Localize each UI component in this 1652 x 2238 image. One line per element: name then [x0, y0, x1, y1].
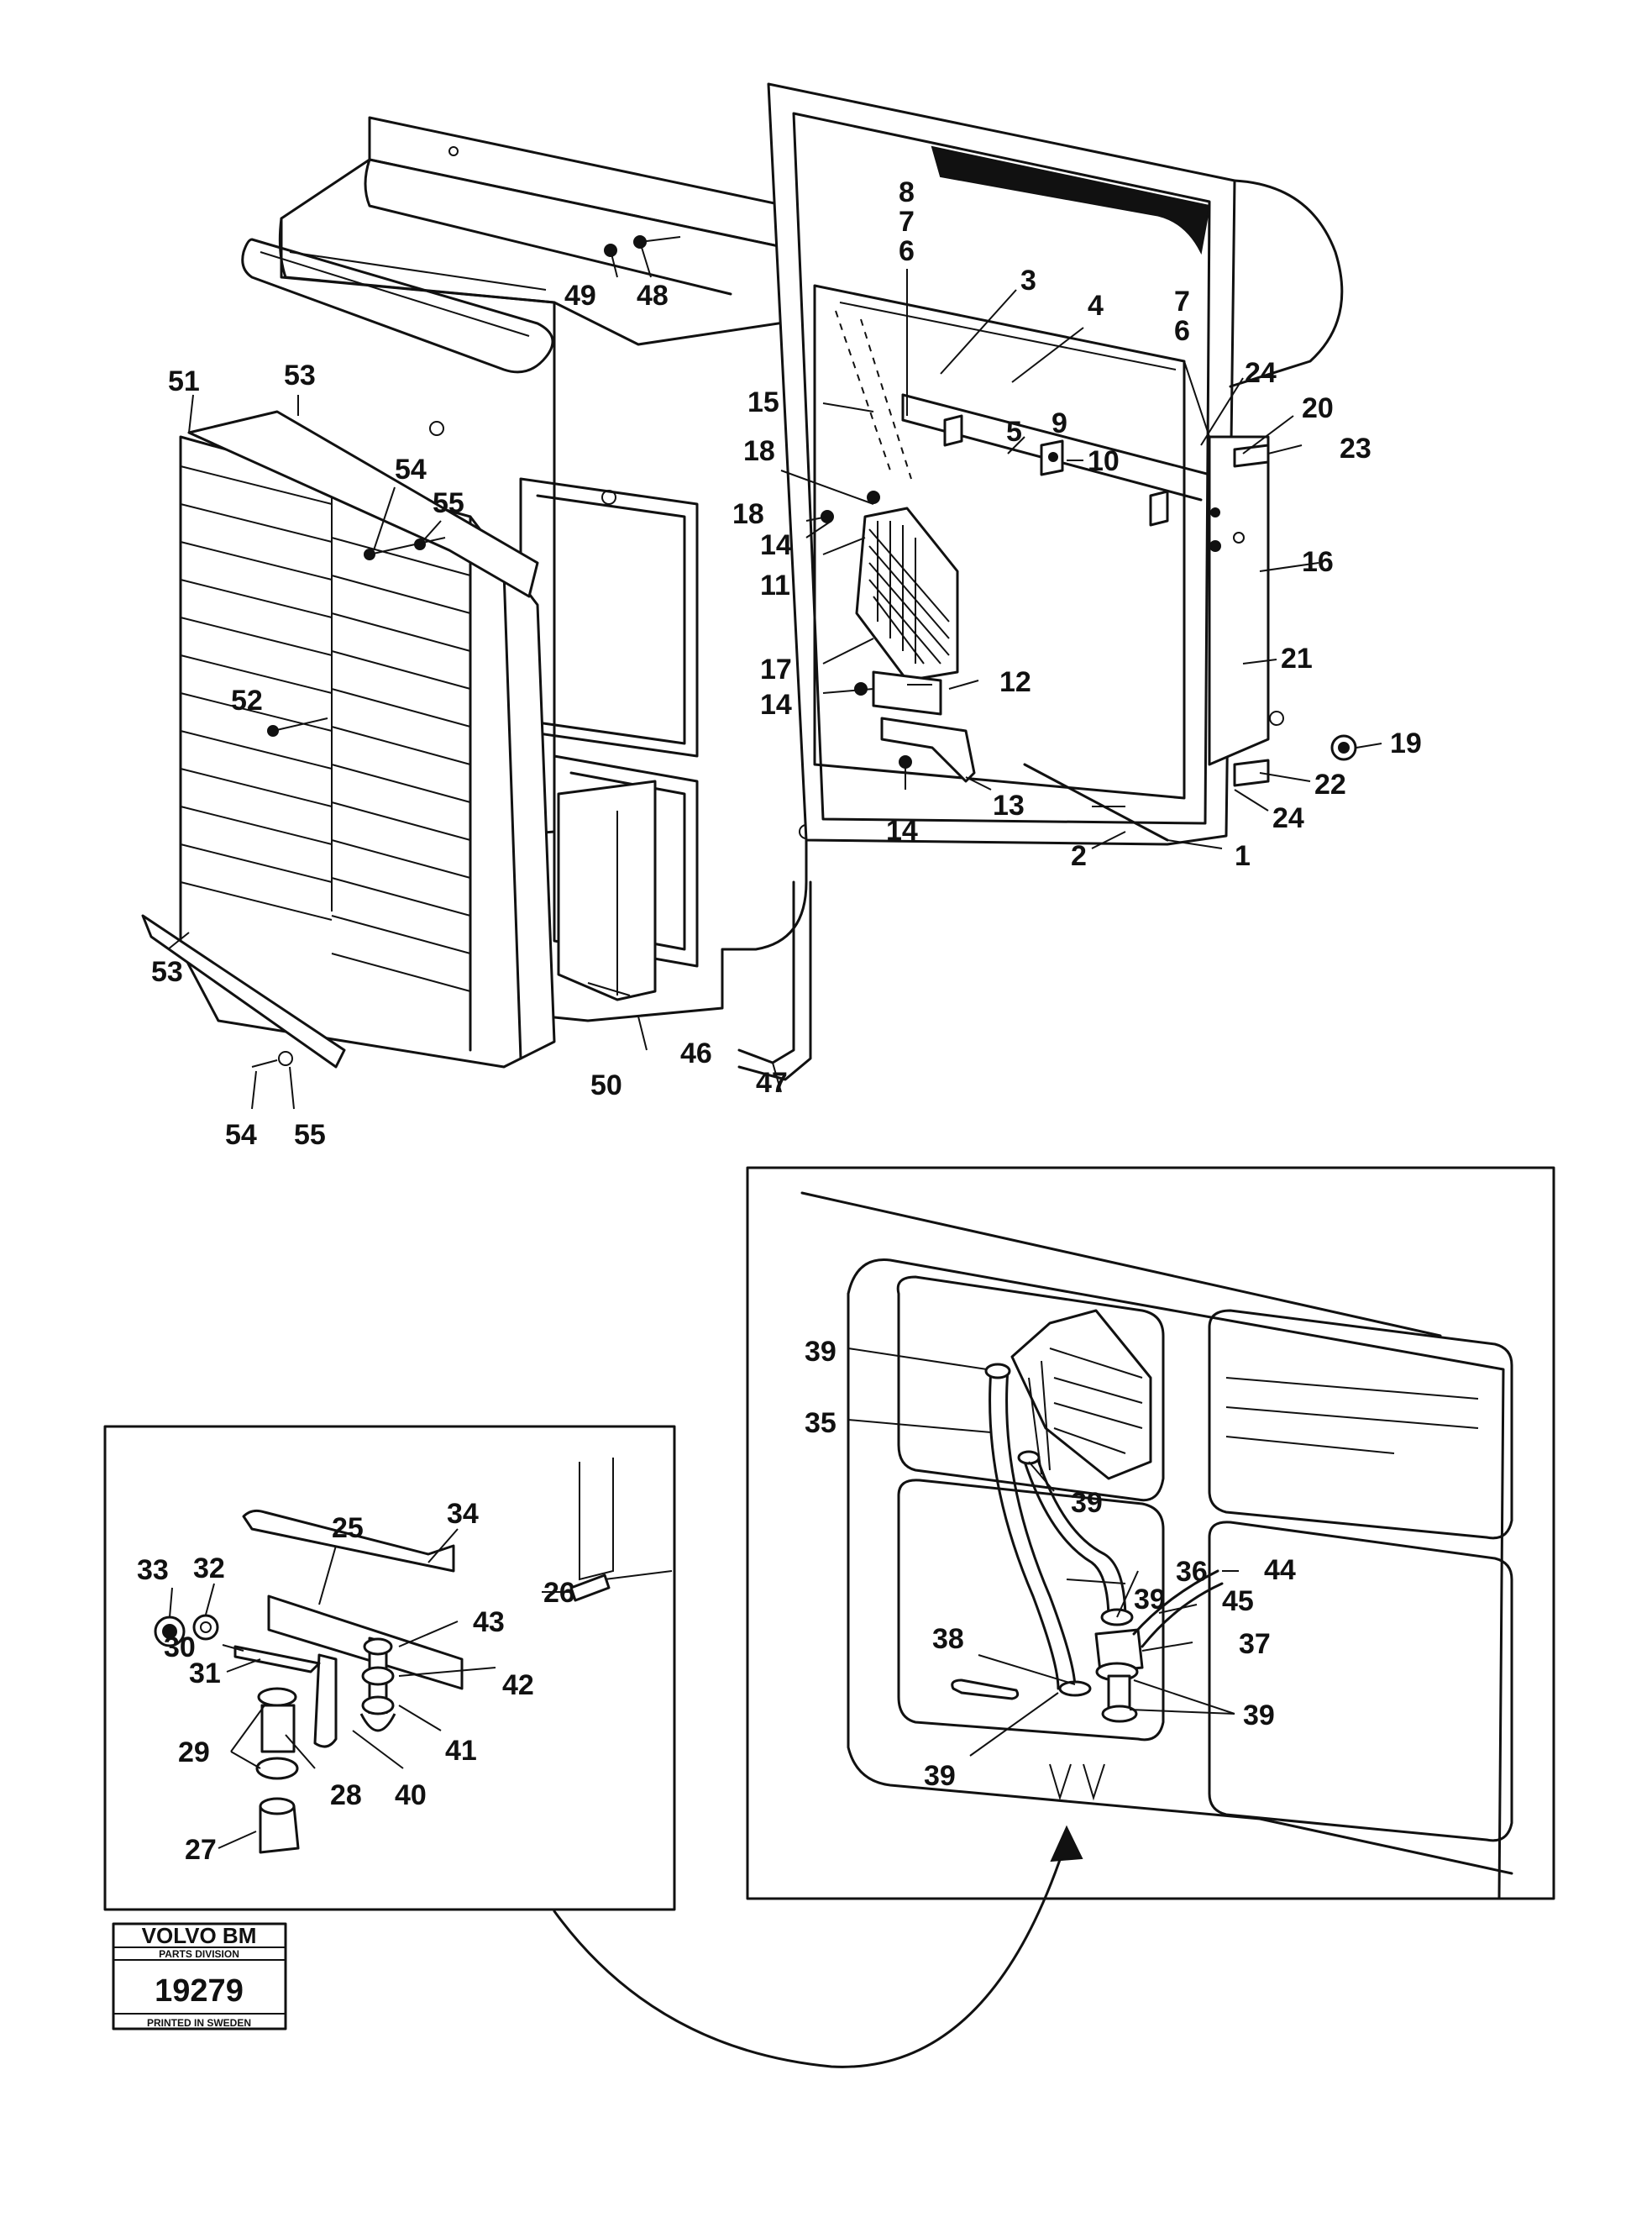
- screws-14-18: [805, 491, 912, 790]
- lower-box: [557, 780, 657, 1001]
- grille-louvres-right: [331, 537, 471, 992]
- callout-13: 13: [993, 790, 1025, 822]
- brackets: [943, 414, 1169, 527]
- callout-23: 23: [1340, 433, 1371, 465]
- callout-44: 44: [1264, 1554, 1296, 1586]
- callout-53b: 53: [151, 956, 183, 988]
- callout-35: 35: [805, 1407, 836, 1439]
- stamp-printed: PRINTED IN SWEDEN: [147, 2017, 251, 2029]
- callout-19: 19: [1390, 728, 1422, 759]
- callout-5: 5: [1006, 416, 1022, 448]
- callout-22: 22: [1314, 769, 1346, 801]
- callout-53a: 53: [284, 360, 316, 391]
- bottom-strip: [141, 914, 346, 1069]
- callout-42: 42: [502, 1669, 534, 1701]
- stamp-division: PARTS DIVISION: [159, 1948, 239, 1960]
- callout-39d: 39: [1243, 1700, 1275, 1731]
- callout-26: 26: [543, 1577, 575, 1609]
- left-inset: [103, 1425, 676, 1911]
- callout-3: 3: [1020, 265, 1036, 297]
- callout-30: 30: [164, 1631, 196, 1663]
- callout-43: 43: [473, 1606, 505, 1638]
- volvo-bm-stamp: VOLVO BM PARTS DIVISION 19279 PRINTED IN…: [112, 1922, 287, 2030]
- callout-54a: 54: [395, 454, 427, 486]
- callout-7b: 7: [1174, 286, 1190, 318]
- callout-14a: 14: [760, 529, 792, 561]
- callout-47: 47: [756, 1067, 788, 1099]
- callout-9: 9: [1052, 407, 1067, 439]
- callout-2: 2: [1071, 840, 1087, 872]
- callout-32: 32: [193, 1552, 225, 1584]
- stamp-brand: VOLVO BM: [142, 1923, 257, 1948]
- callout-6a: 6: [899, 235, 915, 267]
- callout-24a: 24: [1245, 357, 1277, 389]
- callout-48: 48: [637, 280, 669, 312]
- callout-21: 21: [1281, 643, 1313, 675]
- callout-33: 33: [137, 1554, 169, 1586]
- grille-louvres-left: [180, 465, 333, 921]
- callout-55a: 55: [433, 487, 464, 519]
- callout-39a: 39: [805, 1336, 836, 1368]
- callout-46: 46: [680, 1038, 712, 1069]
- front-grille: [179, 410, 556, 1069]
- callout-14b: 14: [760, 689, 792, 721]
- callout-45: 45: [1222, 1585, 1254, 1617]
- callout-39e: 39: [924, 1760, 956, 1792]
- callout-39b: 39: [1071, 1487, 1103, 1519]
- callout-31: 31: [189, 1657, 221, 1689]
- heater-core: [855, 507, 959, 682]
- grille-screws: [267, 537, 446, 737]
- callout-52: 52: [231, 685, 263, 717]
- callout-10: 10: [1088, 445, 1120, 477]
- callout-24b: 24: [1272, 802, 1304, 834]
- callout-7a: 7: [899, 206, 915, 238]
- callout-11: 11: [760, 570, 790, 602]
- callout-12: 12: [999, 666, 1031, 698]
- callout-37: 37: [1239, 1628, 1271, 1660]
- callout-18b: 18: [732, 498, 764, 530]
- callout-34: 34: [447, 1498, 479, 1530]
- callout-40: 40: [395, 1779, 427, 1811]
- right-side-parts: [1209, 444, 1357, 787]
- callout-54b: 54: [225, 1119, 257, 1151]
- stamp-number: 19279: [155, 1973, 244, 2009]
- callout-28: 28: [330, 1779, 362, 1811]
- callout-1: 1: [1235, 840, 1251, 872]
- callout-17: 17: [760, 654, 792, 686]
- connector-arrow: [553, 1825, 1083, 2068]
- leader-lines: [167, 269, 1382, 1849]
- callout-55b: 55: [294, 1119, 326, 1151]
- callout-49: 49: [564, 280, 596, 312]
- right-inset: [746, 1166, 1555, 1900]
- callout-50: 50: [590, 1069, 622, 1101]
- callout-25: 25: [332, 1512, 364, 1544]
- callout-18a: 18: [743, 435, 775, 467]
- callout-15: 15: [747, 386, 779, 418]
- callout-labels: 1 2 3 4 5 6 6 7 7 8 9 10 11 12 13 14 14 …: [137, 176, 1422, 1866]
- callout-6b: 6: [1174, 315, 1190, 347]
- callout-51: 51: [168, 365, 200, 397]
- callout-14c: 14: [886, 815, 918, 847]
- callout-39c: 39: [1134, 1584, 1166, 1615]
- callout-4: 4: [1088, 290, 1104, 322]
- callout-38: 38: [932, 1623, 964, 1655]
- callout-36: 36: [1176, 1556, 1208, 1588]
- callout-16: 16: [1302, 546, 1334, 578]
- callout-20: 20: [1302, 392, 1334, 424]
- callout-8: 8: [899, 176, 915, 208]
- hood-body: [241, 116, 814, 1081]
- door-frame: [767, 82, 1344, 846]
- callout-41: 41: [445, 1735, 477, 1767]
- callout-27: 27: [185, 1834, 217, 1866]
- mounting-bracket: [872, 670, 976, 783]
- callout-29: 29: [178, 1736, 210, 1768]
